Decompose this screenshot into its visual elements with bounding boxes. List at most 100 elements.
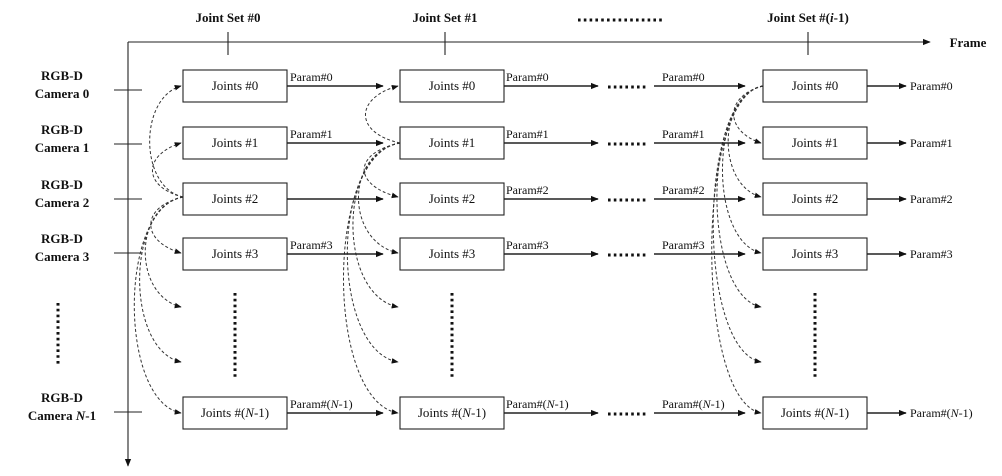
joints-label: Joints #0 <box>429 78 476 93</box>
propagation-curve <box>712 85 764 364</box>
joints-label: Joints #(N-1) <box>418 405 486 420</box>
camera-label: RGB-D Camera 2 <box>35 177 90 210</box>
param-label: Param#3 <box>662 238 705 252</box>
param-label: Param#0 <box>662 70 705 84</box>
param-label: Param#1 <box>290 127 333 141</box>
joints-node: Joints #1 <box>182 126 288 160</box>
joints-node: Joints #3 <box>762 237 868 271</box>
joints-node: Joints #1 <box>399 126 505 160</box>
joints-node: Joints #2 <box>399 182 505 216</box>
propagation-curve <box>133 196 184 415</box>
joints-box <box>762 182 868 216</box>
joints-box <box>762 396 868 430</box>
camera-label-line2: Camera 1 <box>35 140 90 155</box>
propagation-curve <box>139 196 184 364</box>
joints-label: Joints #(N-1) <box>781 405 849 420</box>
joints-node: Joints #1 <box>762 126 868 160</box>
joints-box <box>399 182 505 216</box>
joints-node: Joints #(N-1) <box>399 396 505 430</box>
camera-label: RGB-D Camera 1 <box>35 122 90 155</box>
camera-label-line2: Camera N-1 <box>28 408 96 423</box>
joints-label: Joints #1 <box>429 135 476 150</box>
param-label: Param#2 <box>910 192 953 206</box>
propagation-curve <box>150 196 184 254</box>
camera-label-line2: Camera 2 <box>35 195 90 210</box>
camera-label: RGB-D Camera 3 <box>35 231 90 264</box>
camera-label-line1: RGB-D <box>41 122 83 137</box>
joints-box <box>182 126 288 160</box>
param-label: Param#(N-1) <box>290 397 353 411</box>
propagation-curve <box>352 142 401 309</box>
joints-label: Joints #3 <box>212 246 259 261</box>
joints-label: Joints #(N-1) <box>201 405 269 420</box>
joints-box <box>399 126 505 160</box>
camera-label-line2: Camera 0 <box>35 86 90 101</box>
propagation-curve <box>149 85 184 198</box>
joints-node: Joints #0 <box>182 69 288 103</box>
propagation-curve <box>364 84 401 144</box>
camera-label-line2: Camera 3 <box>35 249 90 264</box>
joints-label: Joints #2 <box>212 191 259 206</box>
camera-label: RGB-D Camera N-1 <box>28 390 96 423</box>
joints-node: Joints #(N-1) <box>762 396 868 430</box>
param-label: Param#(N-1) <box>506 397 569 411</box>
joints-box <box>762 237 868 271</box>
param-label: Param#0 <box>506 70 549 84</box>
joints-box <box>399 396 505 430</box>
param-label: Param#(N-1) <box>662 397 725 411</box>
joints-node: Joints #3 <box>399 237 505 271</box>
param-label: Param#1 <box>662 127 705 141</box>
param-label: Param#0 <box>910 79 953 93</box>
propagation-curve <box>152 142 184 198</box>
propagation-curve <box>716 85 764 309</box>
propagation-curve <box>721 85 764 255</box>
param-label: Param#3 <box>506 238 549 252</box>
joints-box <box>182 69 288 103</box>
joint-set-label: Joint Set #0 <box>196 10 261 25</box>
param-label: Param#2 <box>506 183 549 197</box>
camera-label-line1: RGB-D <box>41 390 83 405</box>
camera-label-line1: RGB-D <box>41 231 83 246</box>
param-label: Param#1 <box>910 136 953 150</box>
param-label: Param#3 <box>290 238 333 252</box>
joints-label: Joints #3 <box>429 246 476 261</box>
joints-node: Joints #3 <box>182 237 288 271</box>
joints-node: Joints #(N-1) <box>182 396 288 430</box>
joints-label: Joints #0 <box>212 78 259 93</box>
propagation-curve <box>363 142 401 199</box>
joints-label: Joints #1 <box>212 135 259 150</box>
propagation-curve <box>346 142 401 364</box>
camera-label: RGB-D Camera 0 <box>35 68 90 101</box>
joint-set-label: Joint Set #(i-1) <box>767 10 849 25</box>
camera-label-line1: RGB-D <box>41 68 83 83</box>
param-label: Param#1 <box>506 127 549 141</box>
joints-box <box>182 237 288 271</box>
propagation-curve <box>343 142 401 415</box>
joints-node: Joints #2 <box>182 182 288 216</box>
camera-label-line1: RGB-D <box>41 177 83 192</box>
param-label: Param#0 <box>290 70 333 84</box>
joints-box <box>762 126 868 160</box>
propagation-curve <box>711 85 764 415</box>
joints-box <box>182 396 288 430</box>
propagation-curve <box>727 85 764 199</box>
joints-label: Joints #2 <box>429 191 476 206</box>
param-label: Param#2 <box>662 183 705 197</box>
joints-node: Joints #0 <box>762 69 868 103</box>
joints-label: Joints #3 <box>792 246 839 261</box>
propagation-curve <box>358 142 401 255</box>
joints-label: Joints #1 <box>792 135 839 150</box>
frame-axis-label: Frame <box>950 35 987 50</box>
joints-box <box>182 182 288 216</box>
propagation-curve <box>733 85 764 144</box>
param-label: Param#(N-1) <box>910 406 973 420</box>
param-label: Param#3 <box>910 247 953 261</box>
joints-label: Joints #2 <box>792 191 839 206</box>
joint-set-label: Joint Set #1 <box>413 10 478 25</box>
joints-box <box>399 237 505 271</box>
joints-box <box>762 69 868 103</box>
joints-node: Joints #2 <box>762 182 868 216</box>
joints-box <box>399 69 505 103</box>
